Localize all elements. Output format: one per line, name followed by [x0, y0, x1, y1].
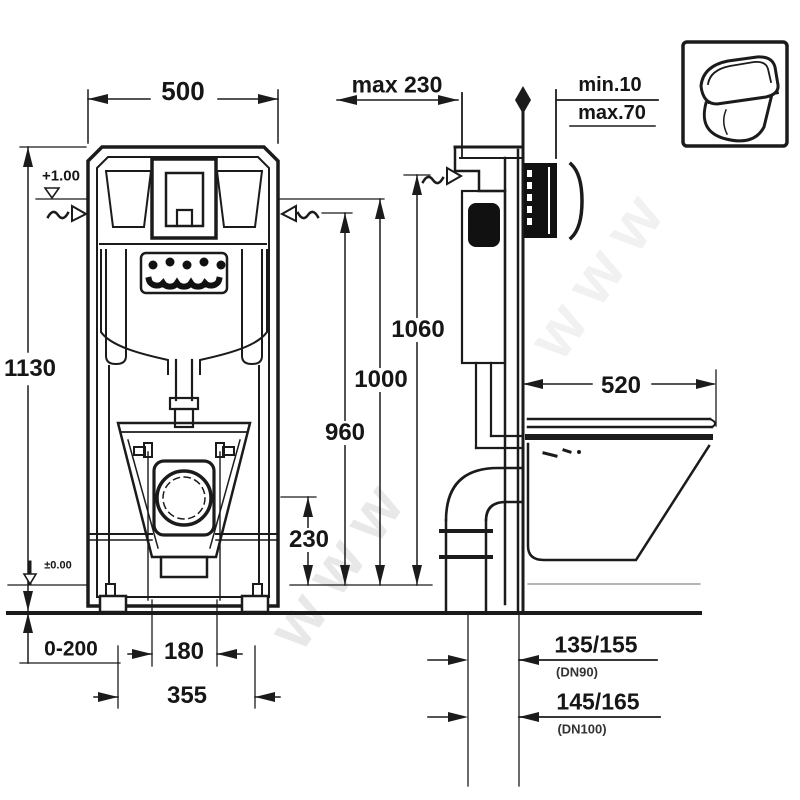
dim-floor-adjust: 0-200 — [44, 637, 98, 661]
level-plus-one-meter: +1.00 — [42, 167, 80, 185]
dim-bowl-depth-520: 520 — [598, 372, 644, 399]
dim-frame-height: 1130 — [1, 355, 59, 382]
toilet-side-view — [525, 417, 716, 585]
bowl-front — [89, 421, 279, 601]
cistern-front — [99, 157, 268, 429]
dim-max-230: max 230 — [351, 71, 443, 98]
dim-outlet-height-230: 230 — [286, 526, 332, 553]
dim-height-1060: 1060 — [389, 316, 447, 343]
plumbing-side — [439, 361, 525, 615]
dim-base-width-355: 355 — [166, 682, 208, 709]
dim-height-960: 960 — [322, 419, 368, 446]
dimension-lines — [7, 89, 717, 787]
dim-wall-finish-max: max.70 — [578, 102, 646, 124]
wall-line — [515, 86, 531, 615]
dim-height-1000: 1000 — [352, 366, 410, 393]
dim-outlet-width-180: 180 — [163, 638, 205, 665]
wall-hung-toilet-icon — [681, 40, 789, 148]
dim-wall-finish-min: min.10 — [578, 74, 642, 96]
label-dn100: (DN100) — [557, 721, 607, 737]
dim-frame-width: 500 — [159, 76, 207, 106]
dim-drain-dn100: 145/165 — [556, 688, 640, 715]
flush-plate-unit — [524, 161, 584, 241]
level-zero: ±0.00 — [44, 559, 72, 572]
side-frame — [453, 145, 525, 612]
dim-drain-dn90: 135/155 — [554, 631, 638, 658]
front-frame — [86, 145, 280, 614]
label-dn90: (DN90) — [556, 664, 598, 680]
